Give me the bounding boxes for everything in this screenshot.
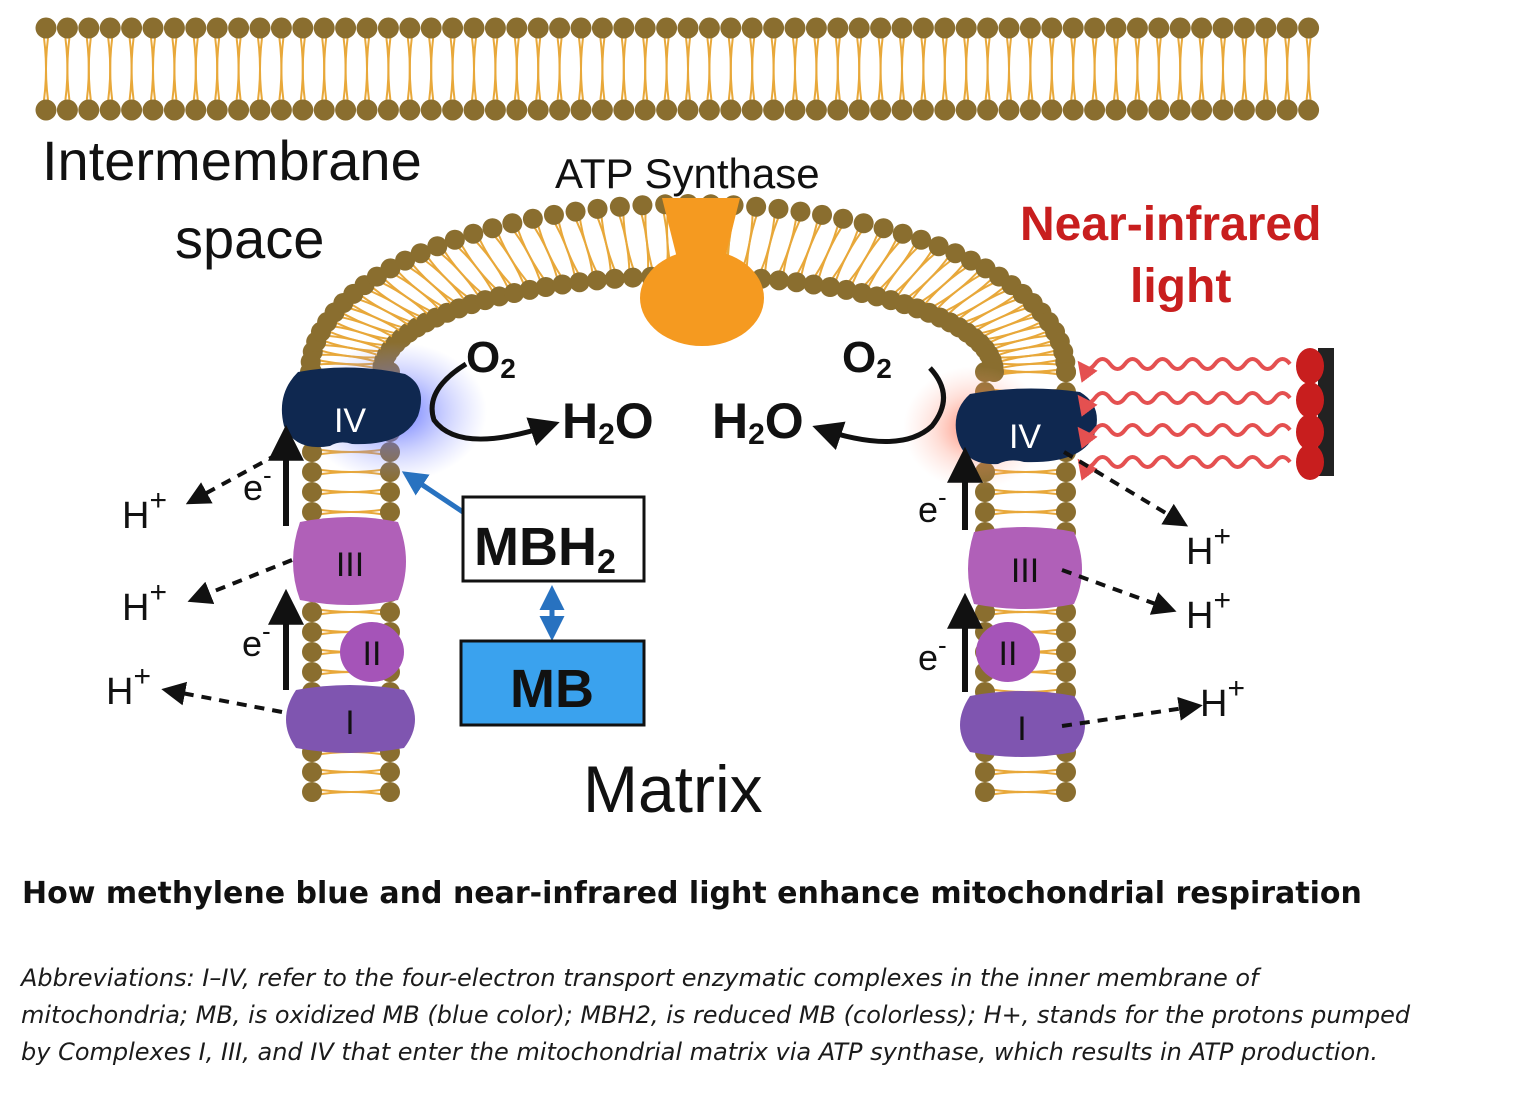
near-infrared-waves [1077,357,1292,481]
complex-iv-right: IV [955,388,1097,465]
mitochondria-diagram: IV III II I IV III II I [35,17,1334,826]
complex-i-right: I [960,691,1085,757]
complex-ii-left: II [340,622,404,682]
svg-text:I: I [345,704,354,742]
electron-label: e- [243,460,272,508]
light-source-icon [1296,348,1334,480]
complex-iv-left: IV [281,367,422,448]
proton-label: H+ [122,484,167,537]
mb-box: MB [459,639,646,727]
complex-ii-right: II [976,622,1040,682]
atp-synthase-icon [640,198,764,346]
figure-caption: Abbreviations: I–IV, refer to the four-e… [21,964,1411,1066]
electron-label: e- [242,616,271,664]
intermembrane-label: Intermembrane [42,129,422,192]
nir-label-line1: Near-infrared [1020,198,1321,251]
o2-label-left: O2 [466,333,516,384]
svg-text:IV: IV [1009,418,1041,456]
svg-text:MBH2: MBH2 [474,517,616,581]
matrix-label: Matrix [583,752,763,826]
proton-label: H+ [122,576,167,629]
space-label: space [175,207,324,270]
nir-label-line2: light [1130,260,1231,313]
mbh2-box: MBH2 [461,495,646,583]
svg-text:I: I [1017,710,1026,748]
h2o-label-left: H2O [562,393,654,451]
figure-heading: How methylene blue and near-infrared lig… [22,876,1362,911]
svg-text:II: II [363,635,382,673]
proton-arrows [161,450,1203,728]
complex-iii-right: III [968,527,1082,609]
proton-label: H+ [106,660,151,713]
mb-arrows [401,471,565,641]
complex-i-left: I [286,685,415,753]
electron-label: e- [918,630,947,678]
svg-text:III: III [1011,552,1039,590]
electron-arrows [268,424,983,692]
o2-label-right: O2 [842,333,892,384]
electron-label: e- [918,482,947,530]
svg-text:MB: MB [510,659,594,719]
atp-synthase-label: ATP Synthase [555,150,820,197]
svg-text:IV: IV [334,402,366,440]
proton-label: H+ [1186,520,1231,573]
svg-text:II: II [999,635,1018,673]
oxygen-reduction-arrows [429,361,946,450]
h2o-label-right: H2O [712,393,804,451]
svg-text:III: III [336,546,364,584]
proton-label: H+ [1186,584,1231,637]
outer-membrane [35,17,1320,121]
complex-iii-left: III [293,517,406,605]
proton-label: H+ [1200,672,1245,725]
